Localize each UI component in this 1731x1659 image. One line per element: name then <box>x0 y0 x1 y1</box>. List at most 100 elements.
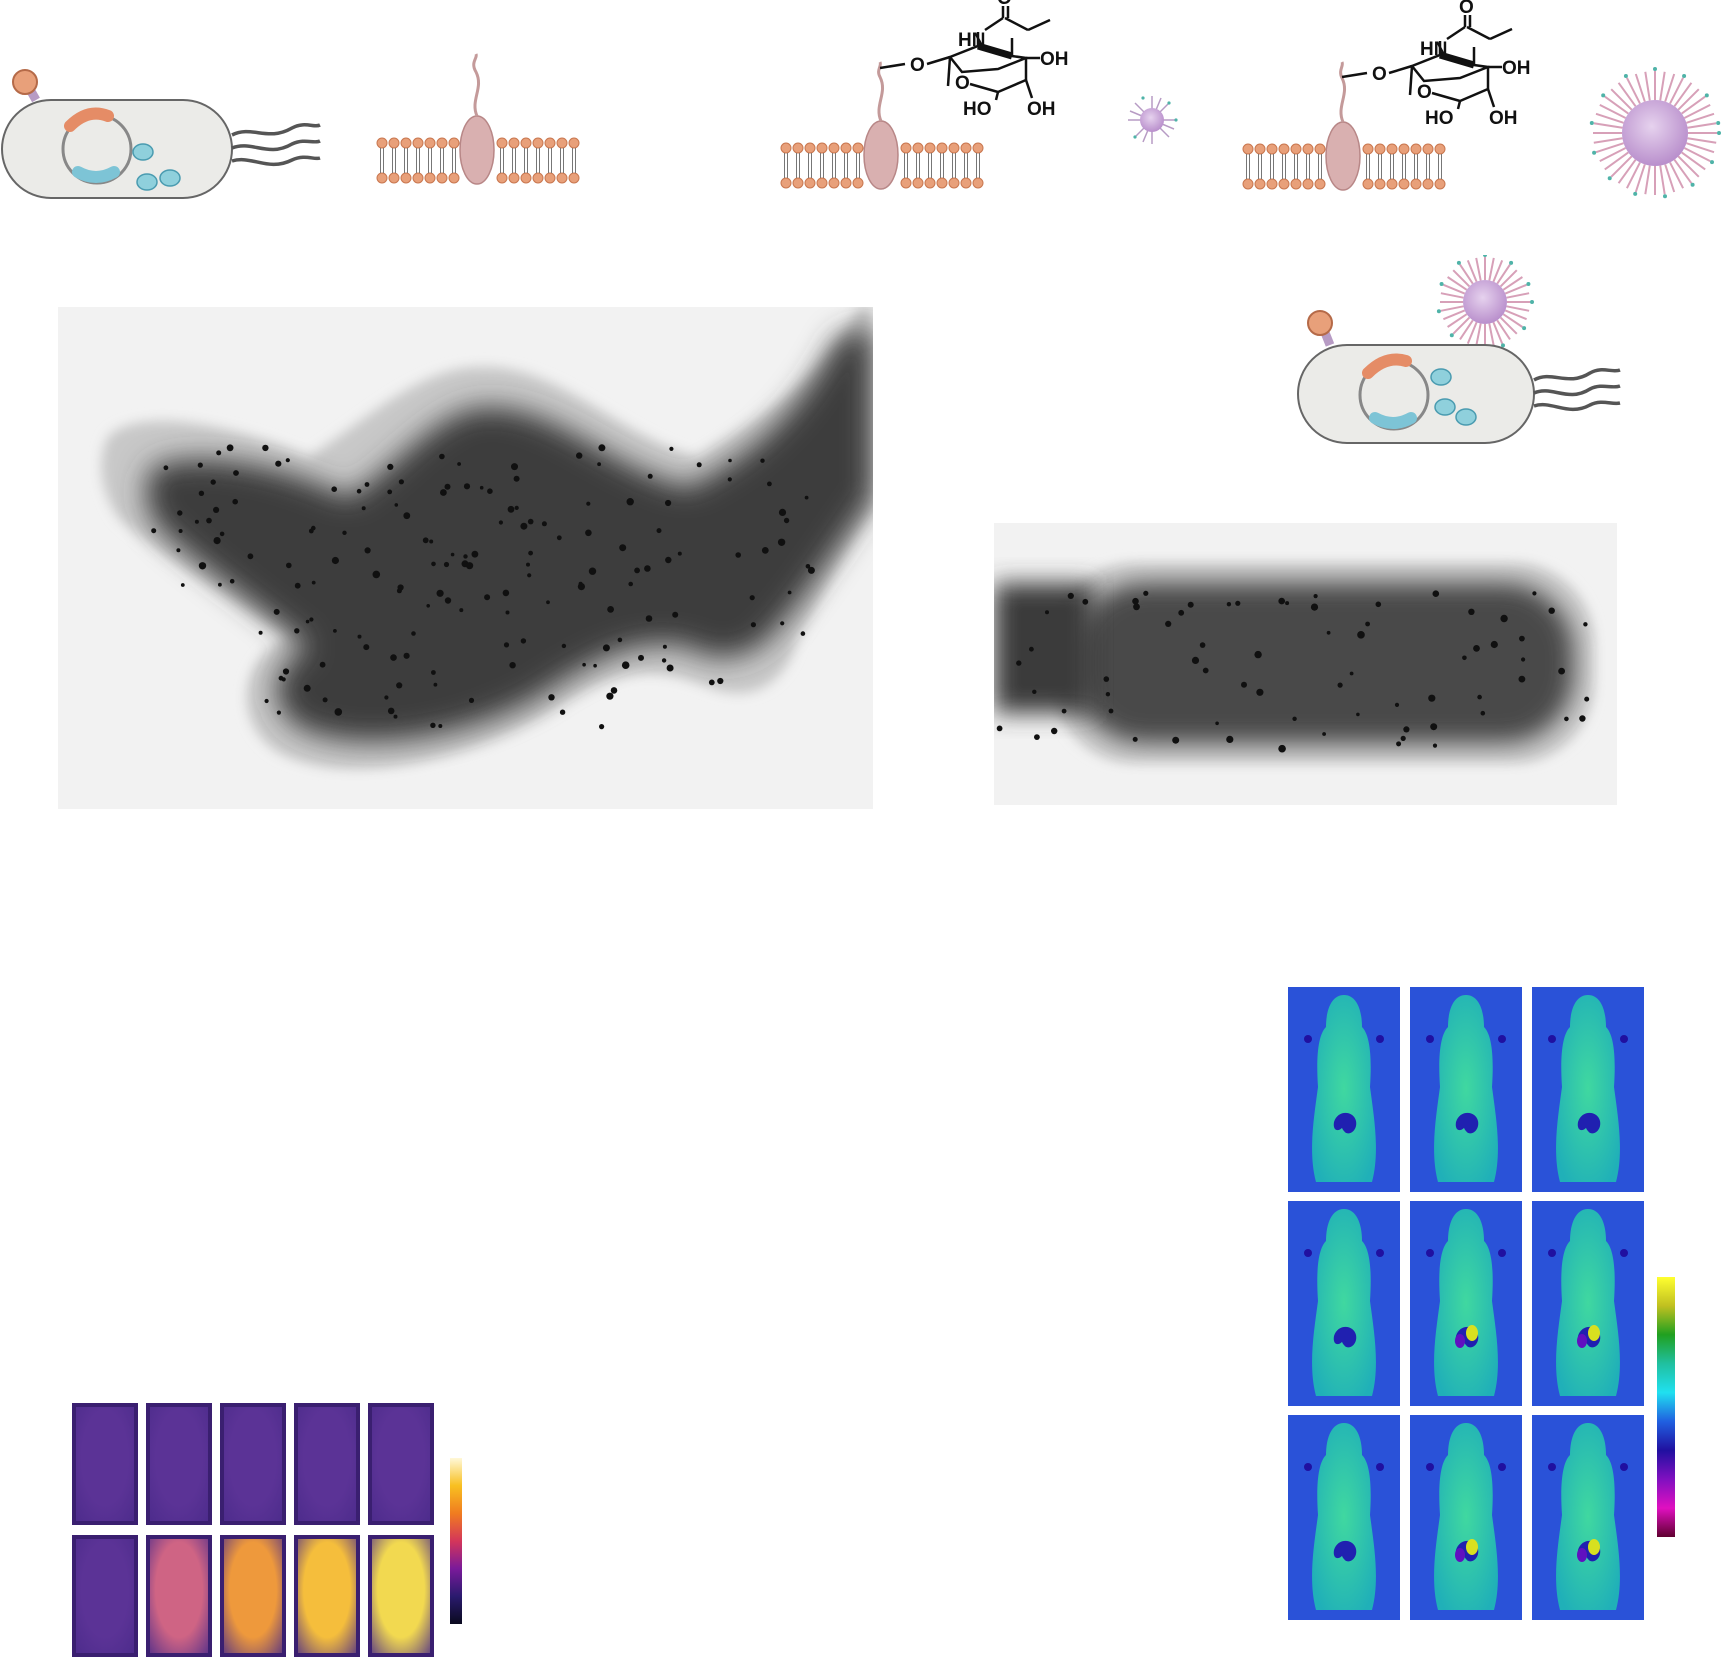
gold-particle <box>294 628 300 634</box>
gold-particle <box>749 595 755 601</box>
gold-particle <box>216 450 222 456</box>
gold-particle <box>541 521 547 527</box>
tem-image-left <box>58 307 873 809</box>
bacterium-icon <box>1 69 321 199</box>
gold-particle <box>520 638 527 644</box>
gold-particle <box>1310 603 1319 611</box>
gold-particle <box>1400 735 1406 741</box>
gold-particle <box>638 654 644 661</box>
gold-particle <box>626 498 634 506</box>
o-ring-label: O <box>955 73 970 94</box>
gold-particle <box>1564 716 1569 722</box>
gold-particle <box>213 506 220 513</box>
gold-particle <box>384 695 389 700</box>
gold-particle <box>264 698 269 704</box>
gold-particle <box>528 550 533 556</box>
thermal-well <box>146 1403 212 1525</box>
thermal-well <box>294 1403 360 1525</box>
gold-particle <box>1172 736 1180 744</box>
o-ring-label-2: O <box>1417 82 1432 103</box>
gold-particle <box>1082 598 1089 605</box>
gold-particle <box>443 561 450 568</box>
gold-particle <box>180 583 185 587</box>
gold-particle <box>1132 736 1138 742</box>
gold-particle <box>1191 656 1200 664</box>
gold-particle <box>602 644 610 652</box>
gold-particle <box>1108 708 1114 714</box>
gold-particle <box>198 490 205 496</box>
gold-particle <box>463 554 468 559</box>
gold-particle <box>151 528 157 534</box>
gold-particle <box>526 562 530 567</box>
oh-bottom-label: OH <box>1027 99 1056 120</box>
gold-particle <box>576 452 583 459</box>
gold-particle <box>372 570 381 579</box>
gold-particle <box>1558 667 1565 675</box>
gold-particle <box>1428 694 1436 702</box>
gold-particle <box>717 677 724 685</box>
gold-particle <box>387 707 395 715</box>
gold-particle <box>527 518 534 525</box>
gold-particle <box>398 479 404 485</box>
tem-image-right <box>994 523 1617 805</box>
gold-particle <box>1432 590 1440 597</box>
thermal-well <box>72 1403 138 1525</box>
gold-particle <box>1349 671 1354 676</box>
ho-bottom-label: HO <box>963 99 992 120</box>
gold-particle <box>479 485 484 490</box>
gold-particle <box>471 550 479 558</box>
gold-particle <box>727 477 732 482</box>
gold-particle <box>176 548 181 553</box>
gold-particle <box>1518 675 1526 683</box>
gold-particle <box>334 708 343 716</box>
o-carbonyl-label: O <box>997 0 1012 9</box>
gold-particle <box>1584 696 1590 702</box>
gold-particle <box>1061 708 1067 714</box>
nanoparticle-on-bacterium <box>1436 255 1534 351</box>
gold-particle <box>599 724 605 730</box>
gold-particle <box>669 446 674 451</box>
gold-particle <box>262 444 269 452</box>
gold-particle <box>1432 743 1438 748</box>
thermal-well <box>220 1403 286 1525</box>
gold-particle <box>319 661 326 668</box>
gold-particle <box>607 606 614 613</box>
mouse-fluorescence-panel <box>1410 1415 1522 1620</box>
gold-particle <box>800 631 806 636</box>
gold-particle <box>390 654 397 661</box>
gold-particle <box>1322 732 1326 736</box>
gold-particle <box>484 594 491 601</box>
thermal-colorbar <box>450 1458 462 1624</box>
gold-particle <box>436 589 444 597</box>
gold-particle <box>308 528 314 534</box>
gold-particle <box>198 562 207 570</box>
gold-particle <box>1235 600 1241 606</box>
gold-particle <box>396 682 403 689</box>
nanoparticle-small-icon <box>1128 96 1178 144</box>
gold-particle <box>1357 631 1365 639</box>
gold-particle <box>1045 610 1049 615</box>
gold-particle <box>805 564 811 569</box>
gold-particle <box>548 694 555 701</box>
sugar-structure-1: O O HN O OH HO OH <box>879 0 1069 120</box>
gold-particle <box>433 682 438 687</box>
nanoparticle-large-icon <box>1589 67 1721 199</box>
thermal-well <box>146 1535 212 1657</box>
gold-particle <box>665 499 672 507</box>
gold-particle <box>593 663 597 668</box>
gold-particle <box>1394 702 1400 707</box>
gold-particle <box>197 462 203 468</box>
gold-particle <box>431 670 436 675</box>
gold-particle <box>194 519 199 524</box>
gold-particle <box>767 481 772 487</box>
gold-particle <box>1532 591 1537 596</box>
gold-particle <box>273 608 280 615</box>
gold-particle <box>1579 715 1586 722</box>
gold-particle <box>438 724 443 728</box>
gold-particle <box>210 479 216 485</box>
gold-particle <box>322 697 328 703</box>
gold-particle <box>1430 723 1438 731</box>
gold-particle <box>219 531 225 537</box>
membrane-glycan-icon <box>781 61 983 190</box>
gold-particle <box>1375 601 1382 608</box>
